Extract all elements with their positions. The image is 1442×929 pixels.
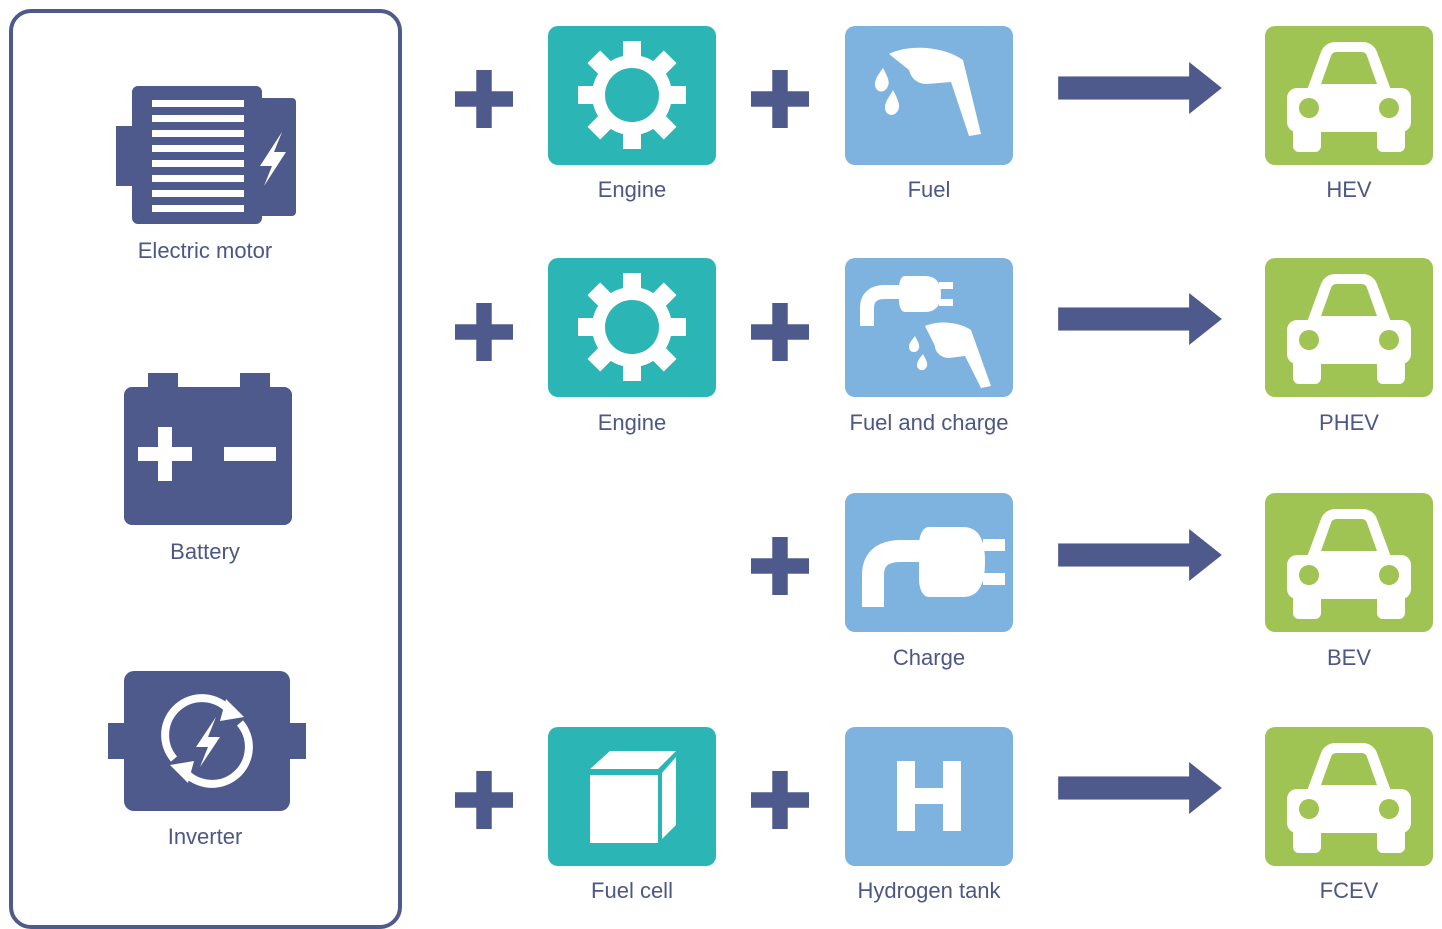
inverter-label: Inverter (167, 824, 243, 849)
arrow-right-icon (1056, 529, 1224, 581)
fuel-nozzle-icon (845, 26, 1013, 165)
hydrogen-tank-tile (845, 727, 1013, 866)
hev-tile (1265, 26, 1433, 165)
engine-label: Engine (597, 410, 667, 435)
hydrogen-h-icon (845, 727, 1013, 866)
arrow-right-icon (1056, 293, 1224, 345)
fuel-cell-tile (548, 727, 716, 866)
plus-icon (751, 537, 809, 595)
inverter-icon (108, 671, 306, 811)
charge-tile (845, 493, 1013, 632)
bev-tile (1265, 493, 1433, 632)
car-icon (1265, 727, 1433, 866)
car-icon (1265, 493, 1433, 632)
plus-icon (455, 70, 513, 128)
gear-icon (548, 258, 716, 397)
cube-icon (548, 727, 716, 866)
electric-motor-icon (116, 86, 296, 224)
electric-motor-label: Electric motor (137, 238, 273, 263)
bev-label: BEV (1326, 645, 1372, 670)
hev-label: HEV (1326, 177, 1372, 202)
fcev-tile (1265, 727, 1433, 866)
plus-icon (751, 303, 809, 361)
arrow-right-icon (1056, 62, 1224, 114)
engine-tile (548, 26, 716, 165)
fuel-and-charge-label: Fuel and charge (849, 410, 1009, 435)
fcev-label: FCEV (1319, 878, 1379, 903)
car-icon (1265, 26, 1433, 165)
engine-label: Engine (597, 177, 667, 202)
gear-icon (548, 26, 716, 165)
fuel-tile (845, 26, 1013, 165)
battery-label: Battery (170, 539, 240, 564)
plug-and-nozzle-icon (845, 258, 1013, 397)
fuel-cell-label: Fuel cell (591, 878, 673, 903)
fuel-label: Fuel (907, 177, 951, 202)
engine-tile (548, 258, 716, 397)
phev-tile (1265, 258, 1433, 397)
plus-icon (751, 70, 809, 128)
plug-icon (845, 493, 1013, 632)
fuel-and-charge-tile (845, 258, 1013, 397)
plus-icon (751, 771, 809, 829)
arrow-right-icon (1056, 762, 1224, 814)
charge-label: Charge (892, 645, 966, 670)
hydrogen-tank-label: Hydrogen tank (857, 878, 1001, 903)
plus-icon (455, 303, 513, 361)
phev-label: PHEV (1319, 410, 1379, 435)
plus-icon (455, 771, 513, 829)
battery-icon (124, 373, 292, 525)
car-icon (1265, 258, 1433, 397)
